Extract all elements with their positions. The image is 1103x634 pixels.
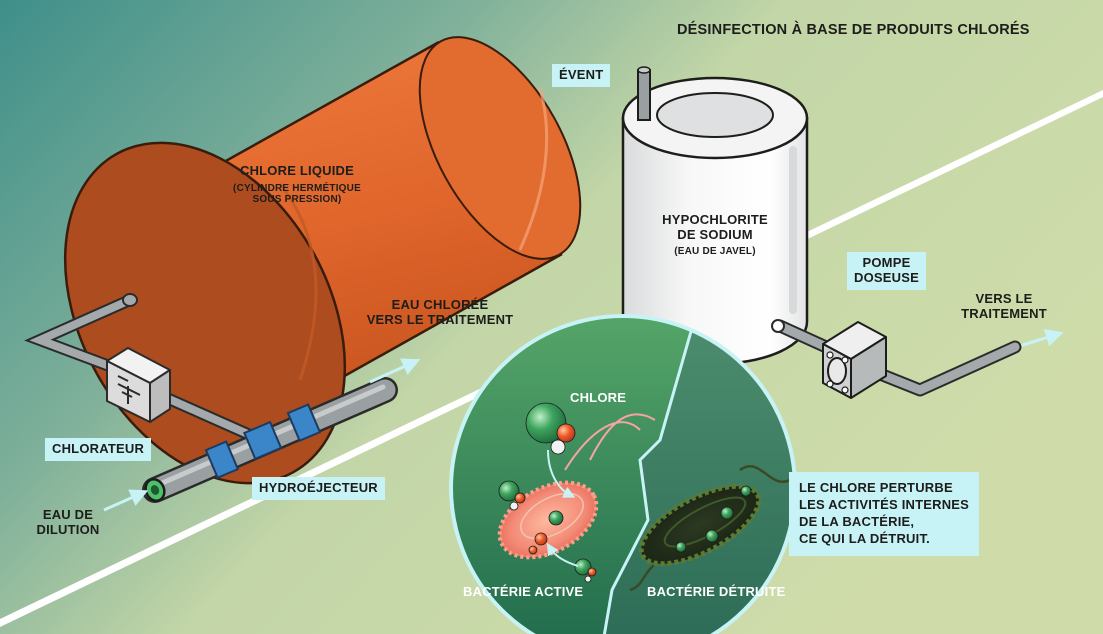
chlorinator-label: CHLORATEUR — [45, 438, 152, 461]
hypochlorite-title-1: HYPOCHLORITE — [662, 212, 768, 227]
to-treatment-label: VERS LE TRAITEMENT — [956, 291, 1052, 322]
explanation-1: LE CHLORE PERTURBE — [799, 480, 953, 495]
chlorinated-water-1: EAU CHLORÉE — [391, 297, 489, 312]
chlorine-pipes — [24, 293, 256, 441]
to-treatment-2: TRAITEMENT — [961, 305, 1047, 321]
vent-label: ÉVENT — [552, 64, 611, 87]
destroyed-bacterium-label: BACTÉRIE DÉTRUITE — [647, 584, 786, 599]
pump-label-2: DOSEUSE — [854, 269, 919, 285]
chlorine-tank-title: CHLORE LIQUIDE — [239, 163, 355, 178]
chlorinated-water-label: EAU CHLORÉE VERS LE TRAITEMENT — [350, 297, 530, 328]
dilution-water-label: EAU DE DILUTION — [26, 507, 110, 538]
explanation-2: LES ACTIVITÉS INTERNES — [799, 496, 970, 512]
pump-label: POMPE DOSEUSE — [847, 252, 926, 290]
dilution-water-1: EAU DE — [42, 507, 94, 522]
hydroejector-label: HYDROÉJECTEUR — [252, 477, 385, 500]
molecule-arrows — [546, 449, 579, 567]
chlorine-tank-subtitle-2: SOUS PRESSION) — [252, 194, 342, 206]
chlorinated-water-2: VERS LE TRAITEMENT — [366, 311, 514, 327]
hypochlorite-title-2: DE SODIUM — [677, 226, 753, 242]
active-bacterium-label: BACTÉRIE ACTIVE — [463, 584, 584, 599]
explanation-box: LE CHLORE PERTURBE LES ACTIVITÉS INTERNE… — [789, 472, 980, 556]
hypochlorite-tank-label: HYPOCHLORITE DE SODIUM (EAU DE JAVEL) — [648, 212, 782, 257]
dilution-water-2: DILUTION — [36, 521, 100, 537]
chlorine-tank-subtitle-1: (CYLINDRE HERMÉTIQUE — [233, 182, 361, 194]
explanation-4: CE QUI LA DÉTRUIT. — [799, 530, 930, 546]
hydroejector-pipe — [142, 377, 398, 503]
chlorine-tank-label: CHLORE LIQUIDE (CYLINDRE HERMÉTIQUE SOUS… — [222, 163, 372, 206]
diagram-title: DÉSINFECTION À BASE DE PRODUITS CHLORÉS — [677, 22, 1030, 38]
chlorine-molecule-label: CHLORE — [570, 390, 627, 405]
chlorinator-box — [106, 347, 171, 423]
dosing-pump — [771, 319, 1022, 399]
pump-label-1: POMPE — [862, 255, 911, 270]
destroyed-bacterium — [629, 464, 791, 592]
explanation-3: DE LA BACTÉRIE, — [799, 513, 915, 529]
chlorine-molecules — [498, 402, 752, 583]
bacteria-panel — [449, 314, 797, 634]
to-treatment-1: VERS LE — [975, 291, 1033, 306]
hypochlorite-tank — [621, 66, 809, 366]
hypochlorite-subtitle: (EAU DE JAVEL) — [674, 245, 756, 257]
